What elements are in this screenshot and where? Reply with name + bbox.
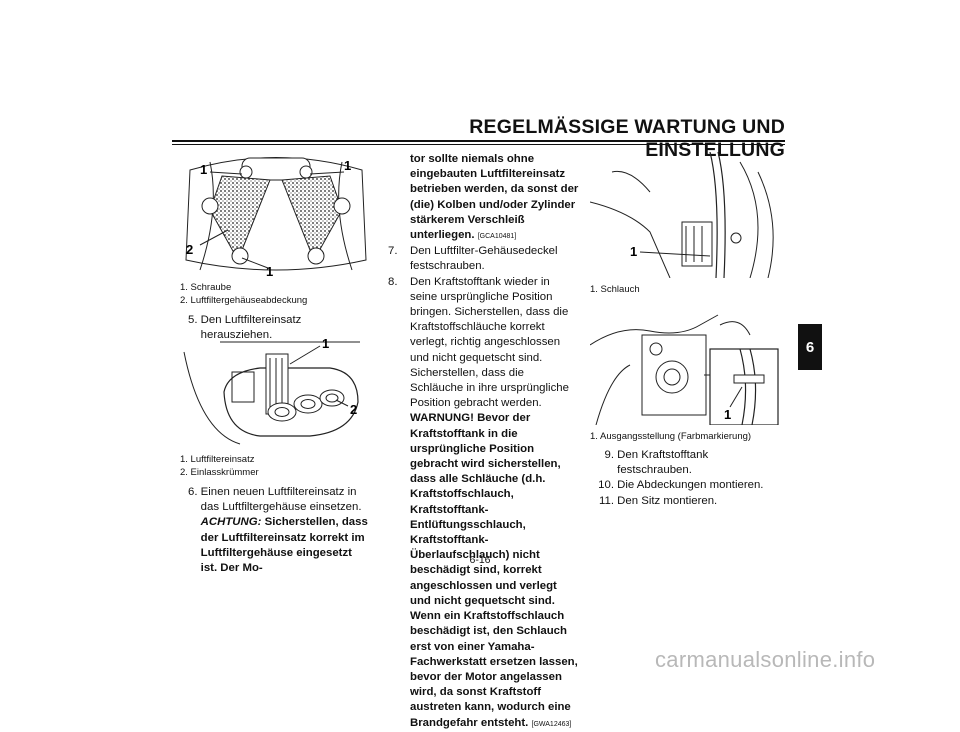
step-number: 7. xyxy=(388,245,398,258)
legend-item: 2. Luftfiltergehäuseabdeckung xyxy=(180,295,308,306)
caution-code: [GCA10481] xyxy=(477,233,517,241)
step-text: Einen neuen Luftfiltereinsatz in das Luf… xyxy=(200,486,362,514)
callout-1: 1 xyxy=(322,336,329,351)
callout-2: 2 xyxy=(186,242,193,257)
step-6: 6. Einen neuen Luftfiltereinsatz in das … xyxy=(188,485,370,576)
figure4-legend: 1. Ausgangsstellung (Farbmarkierung) xyxy=(590,430,751,443)
warning-text: WARNUNG! Bevor der Kraftstofftank in die… xyxy=(410,412,578,729)
legend-item: 1. Luftfiltereinsatz xyxy=(180,454,255,465)
step-number: 5. xyxy=(188,314,198,326)
figure-hose: 1 xyxy=(590,152,782,278)
figure-initial-position: 1 xyxy=(590,305,782,425)
figure1-legend: 1. Schraube 2. Luftfiltergehäuseabdeckun… xyxy=(180,281,307,307)
step-number: 9. xyxy=(604,449,615,461)
figure-air-filter-cover: 1 1 2 1 xyxy=(180,150,372,278)
step-number: 8. xyxy=(388,275,398,288)
header-rule-thin xyxy=(172,144,785,145)
callout-1-bottom: 1 xyxy=(266,264,273,278)
step-11: 11. Den Sitz montieren. xyxy=(590,494,786,509)
step-text: Die Abdeckungen montieren. xyxy=(617,479,764,492)
legend-item: 1. Schraube xyxy=(180,282,232,293)
step-8: 8. Den Kraftstofftank wieder in seine ur… xyxy=(388,275,580,732)
legend-item: 1. Ausgangsstellung (Farbmarkierung) xyxy=(590,431,752,442)
page-number: 6-16 xyxy=(469,554,491,566)
chapter-tab: 6 xyxy=(798,324,822,370)
legend-item: 1. Schlauch xyxy=(590,284,640,295)
header-rule xyxy=(172,140,785,142)
step-number: 10. xyxy=(598,479,614,492)
figure2-legend: 1. Luftfiltereinsatz 2. Einlasskrümmer xyxy=(180,453,259,479)
figure3-legend: 1. Schlauch xyxy=(590,283,640,296)
figure-air-filter-element: 1 2 xyxy=(180,332,372,450)
callout-2: 2 xyxy=(350,402,357,417)
step-number: 6. xyxy=(188,486,198,498)
warning-code: [GWA12463] xyxy=(531,720,572,728)
callout-1: 1 xyxy=(630,244,637,259)
step-5: 5. Den Luftfiltereinsatz herausziehen. xyxy=(188,313,374,343)
step-9: 9. Den Kraftstofftank festschrauben. xyxy=(590,448,786,478)
step-text: Den Luftfilter-Gehäusedeckel festschraub… xyxy=(410,245,558,273)
callout-1-top-right: 1 xyxy=(344,158,351,173)
caution-text-start: Sicherstellen, dass der Luftfiltereinsat… xyxy=(200,516,368,575)
steps-9-11: 9. Den Kraftstofftank festschrauben. 10.… xyxy=(590,448,786,509)
step-text: Den Kraftstofftank festschrauben. xyxy=(617,449,709,477)
step-text: Den Sitz montieren. xyxy=(617,494,718,507)
callout-1: 1 xyxy=(724,407,731,422)
callout-1-top-left: 1 xyxy=(200,162,207,177)
step-text: Den Kraftstofftank wieder in seine urspr… xyxy=(410,275,569,410)
legend-item: 2. Einlasskrümmer xyxy=(180,467,259,478)
caution-text-cont: tor sollte niemals ohne eingebauten Luft… xyxy=(410,153,579,242)
step-number: 11. xyxy=(599,494,614,507)
watermark: carmanualsonline.info xyxy=(655,647,876,672)
step-10: 10. Die Abdeckungen montieren. xyxy=(590,478,786,493)
step-text: Den Luftfiltereinsatz herausziehen. xyxy=(200,314,302,342)
column-2: tor sollte niemals ohne eingebauten Luft… xyxy=(388,152,580,732)
caution-label: ACHTUNG: xyxy=(200,516,262,529)
step-7: 7. Den Luftfilter-Gehäusedeckel festschr… xyxy=(388,244,580,274)
